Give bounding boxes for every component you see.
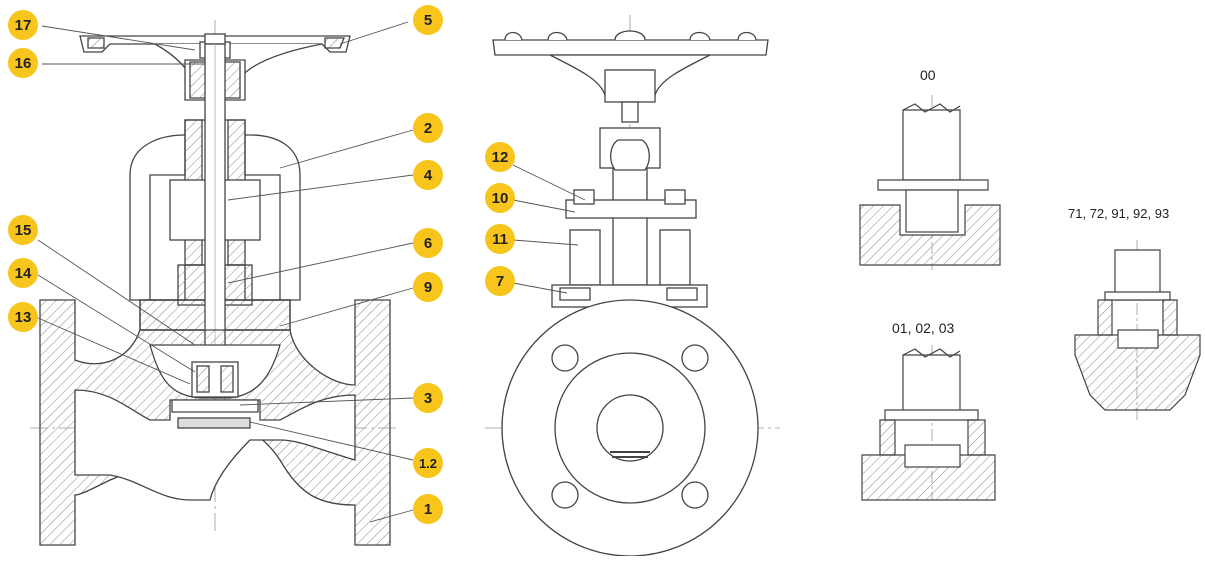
- callout-10: 10: [485, 183, 515, 213]
- callout-15: 15: [8, 215, 38, 245]
- leader-lines-left: [37, 21, 414, 523]
- seat-variant-71: [1074, 240, 1201, 420]
- callout-17: 17: [8, 10, 38, 40]
- callout-1-2: 1.2: [413, 448, 443, 478]
- handwheel-front: [492, 30, 769, 123]
- callout-9: 9: [413, 272, 443, 302]
- callout-1: 1: [413, 494, 443, 524]
- seat-variant-00: [859, 95, 1001, 270]
- flange-front: [501, 299, 759, 557]
- front-view: [485, 15, 780, 557]
- stem-section: [204, 43, 226, 365]
- callout-13: 13: [8, 302, 38, 332]
- leader-lines-middle: [512, 164, 586, 294]
- section-view: [30, 20, 400, 546]
- callout-2: 2: [413, 113, 443, 143]
- callout-6: 6: [413, 228, 443, 258]
- callout-5: 5: [413, 5, 443, 35]
- callout-3: 3: [413, 383, 443, 413]
- callout-11: 11: [485, 224, 515, 254]
- callout-16: 16: [8, 48, 38, 78]
- yoke-front: [551, 127, 708, 308]
- caption-variant-01-02-03: 01, 02, 03: [892, 320, 955, 336]
- caption-variant-71-93: 71, 72, 91, 92, 93: [1068, 206, 1170, 221]
- callout-12: 12: [485, 142, 515, 172]
- callout-14: 14: [8, 258, 38, 288]
- caption-variant-00: 00: [920, 67, 936, 83]
- seat-variant-01: [861, 345, 996, 501]
- callout-4: 4: [413, 160, 443, 190]
- disc-section: [171, 361, 259, 429]
- callout-7: 7: [485, 266, 515, 296]
